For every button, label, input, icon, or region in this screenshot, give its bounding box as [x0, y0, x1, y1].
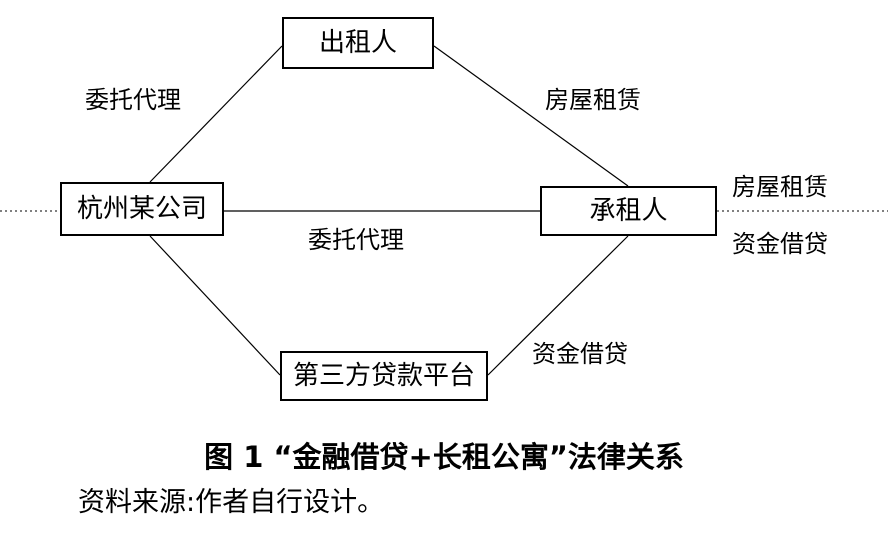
- edge-label-company-tenant: 委托代理: [308, 226, 404, 254]
- edge-label-company-lessor: 委托代理: [85, 86, 181, 114]
- edge-company-platform: [149, 235, 281, 376]
- edge-label-platform-tenant: 资金借贷: [532, 340, 628, 368]
- node-lessor: 出租人: [282, 17, 434, 69]
- edge-company-lessor: [149, 45, 283, 183]
- side-label-tenant-loan: 资金借贷: [732, 230, 828, 258]
- figure-caption: 图 1 “金融借贷+长租公寓”法律关系: [204, 440, 684, 474]
- node-company: 杭州某公司: [60, 182, 224, 236]
- edge-lessor-tenant: [433, 45, 629, 187]
- node-tenant: 承租人: [540, 186, 717, 236]
- side-label-tenant-rent: 房屋租赁: [732, 173, 828, 201]
- source-note: 资料来源:作者自行设计。: [78, 487, 385, 518]
- edge-platform-tenant: [487, 235, 629, 376]
- node-platform: 第三方贷款平台: [280, 351, 488, 401]
- edge-label-lessor-tenant: 房屋租赁: [545, 86, 641, 114]
